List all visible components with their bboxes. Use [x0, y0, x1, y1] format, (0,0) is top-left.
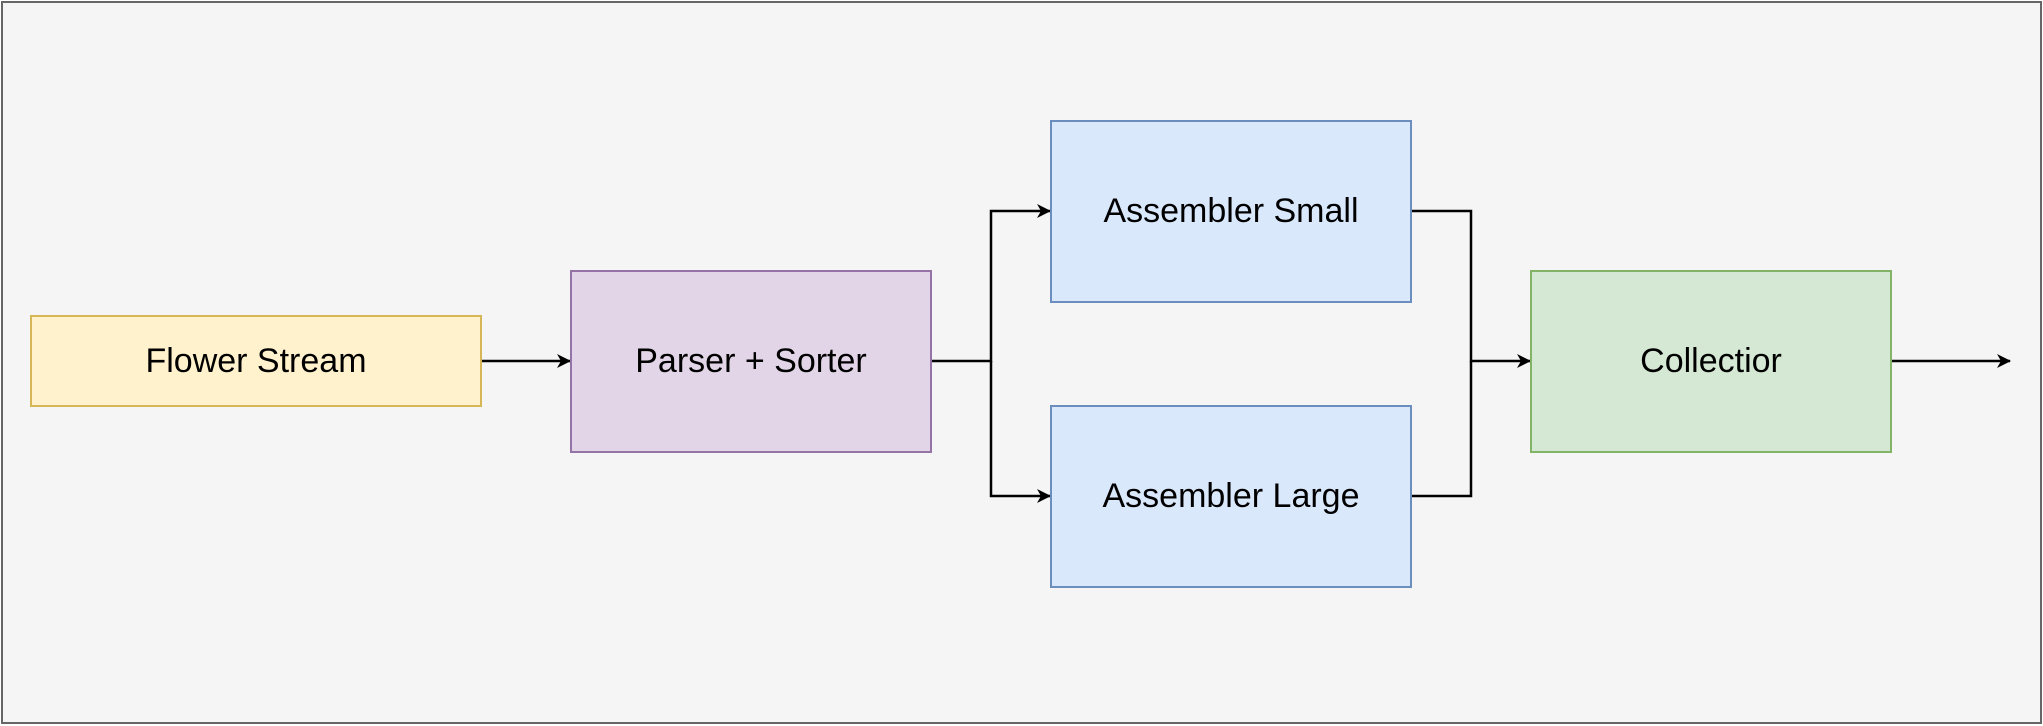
- parser-sorter-node: Parser + Sorter: [570, 270, 932, 453]
- assembler-large-node: Assembler Large: [1050, 405, 1412, 588]
- flower-stream-label: Flower Stream: [145, 341, 367, 380]
- collector-label: Collectior: [1640, 342, 1782, 380]
- edge-parser-to-assembler-small: [932, 204, 1051, 363]
- edge-assembler-small-to-collector: [1412, 209, 1531, 368]
- collector-node: Collectior: [1530, 270, 1892, 453]
- flower-stream-node: Flower Stream: [30, 315, 482, 407]
- assembler-small-label: Assembler Small: [1103, 192, 1359, 230]
- edge-parser-to-assembler-large: [989, 361, 1051, 503]
- assembler-small-node: Assembler Small: [1050, 120, 1412, 303]
- parser-sorter-label: Parser + Sorter: [635, 342, 867, 380]
- assembler-large-label: Assembler Large: [1102, 477, 1360, 515]
- edge-assembler-large-to-collector: [1412, 361, 1473, 498]
